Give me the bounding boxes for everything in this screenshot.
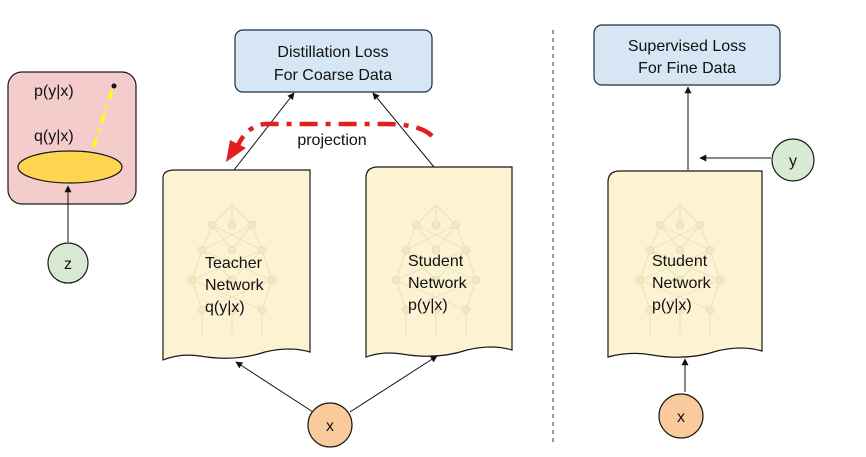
distillation-panel: Distillation Loss For Coarse Data projec… bbox=[162, 29, 513, 448]
x-node bbox=[307, 402, 353, 448]
generative-panel: p(y|x) q(y|x) z bbox=[7, 71, 137, 284]
supervised-loss-line1: Supervised Loss bbox=[628, 38, 746, 55]
y-label: y bbox=[789, 153, 797, 170]
teacher-line3: q(y|x) bbox=[205, 299, 245, 316]
student-line1: Student bbox=[408, 253, 464, 270]
projection-arrowhead bbox=[226, 140, 246, 162]
y-node bbox=[771, 138, 815, 182]
x-label: x bbox=[326, 418, 334, 435]
x-to-teacher-arrow bbox=[235, 361, 314, 413]
distillation-loss-line2: For Coarse Data bbox=[274, 67, 392, 84]
z-label: z bbox=[64, 256, 72, 273]
teacher-line1: Teacher bbox=[205, 255, 263, 272]
q-ellipse bbox=[17, 150, 123, 184]
supervised-loss-line2: For Fine Data bbox=[638, 60, 736, 77]
supervised-student-line3: p(y|x) bbox=[652, 297, 692, 314]
student-line3: p(y|x) bbox=[408, 297, 448, 314]
p-point bbox=[111, 83, 117, 89]
projection-dashed-line bbox=[90, 89, 114, 153]
z-node bbox=[47, 242, 89, 284]
projection-label: projection bbox=[297, 132, 366, 149]
supervised-student-line2: Network bbox=[652, 275, 712, 292]
projection-arrow bbox=[233, 121, 434, 151]
teacher-to-loss-arrow bbox=[233, 92, 295, 171]
distillation-loss-box bbox=[234, 29, 433, 93]
p-label: p(y|x) bbox=[34, 83, 74, 100]
distillation-loss-line1: Distillation Loss bbox=[277, 44, 388, 61]
student-line2: Network bbox=[408, 275, 468, 292]
supervised-panel: Supervised Loss For Fine Data y Student … bbox=[593, 24, 815, 439]
supervised-x-label: x bbox=[677, 409, 685, 426]
supervised-loss-box bbox=[593, 24, 781, 86]
supervised-student-line1: Student bbox=[652, 253, 708, 270]
student-to-loss-arrow bbox=[372, 92, 435, 168]
x-to-student-arrow bbox=[349, 355, 438, 413]
supervised-x-node bbox=[658, 393, 704, 439]
teacher-line2: Network bbox=[205, 277, 265, 294]
q-label: q(y|x) bbox=[34, 128, 74, 145]
